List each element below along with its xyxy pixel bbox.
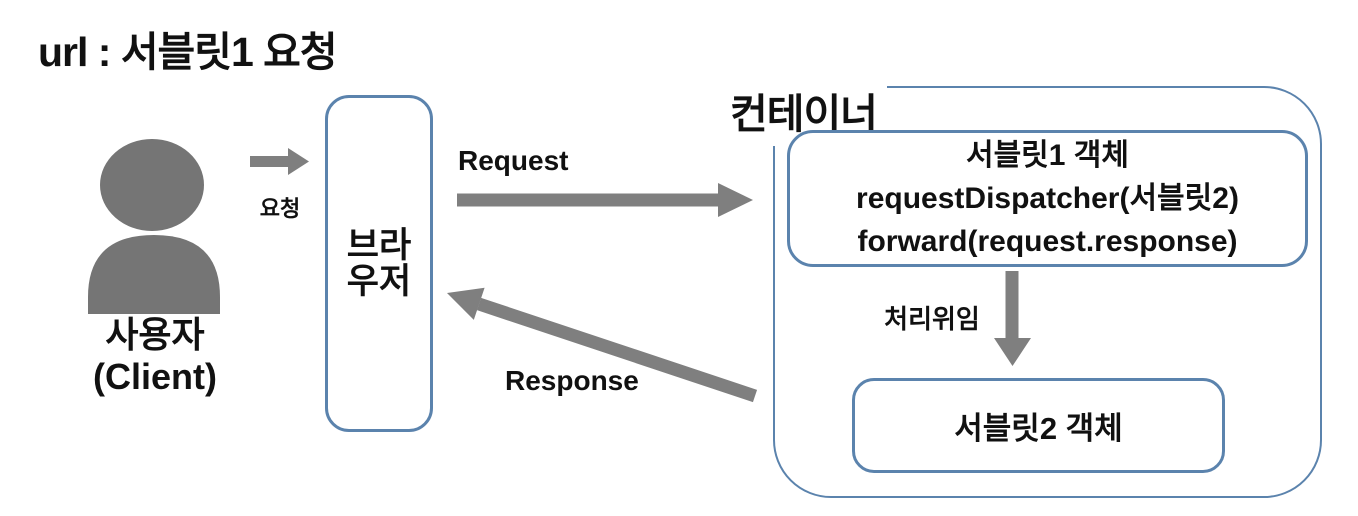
container-box — [773, 86, 1322, 498]
servlet2-label: 서블릿2 객체 — [954, 411, 1123, 446]
browser-label-line2: 우저 — [346, 261, 412, 301]
page-title: url : 서블릿1 요청 — [38, 29, 338, 75]
browser-label-line1: 브라 — [346, 225, 412, 265]
response-label: Response — [505, 365, 639, 396]
request-small-label: 요청 — [259, 196, 301, 221]
browser-box: 브라 우저 — [325, 95, 433, 432]
request-small-arrow-icon — [250, 148, 309, 175]
delegate-label: 처리위임 — [884, 304, 980, 334]
servlet2-box: 서블릿2 객체 — [852, 378, 1225, 473]
client-label-line2: (Client) — [93, 356, 217, 397]
servlet1-text-line2: requestDispatcher(서블릿2) — [856, 182, 1239, 215]
servlet1-text-line1: 서블릿1 객체 — [965, 139, 1130, 172]
browser-label: 브라 우저 — [346, 225, 412, 301]
person-icon — [88, 139, 220, 314]
client-label-line1: 사용자 — [105, 314, 205, 355]
servlet1-text-line3: forward(request.response) — [857, 225, 1238, 258]
servlet1-box: 서블릿1 객체 requestDispatcher(서블릿2) forward(… — [787, 130, 1308, 267]
request-label: Request — [458, 145, 569, 176]
request-arrow-icon — [457, 183, 753, 217]
client-label: 사용자 (Client) — [50, 314, 260, 398]
